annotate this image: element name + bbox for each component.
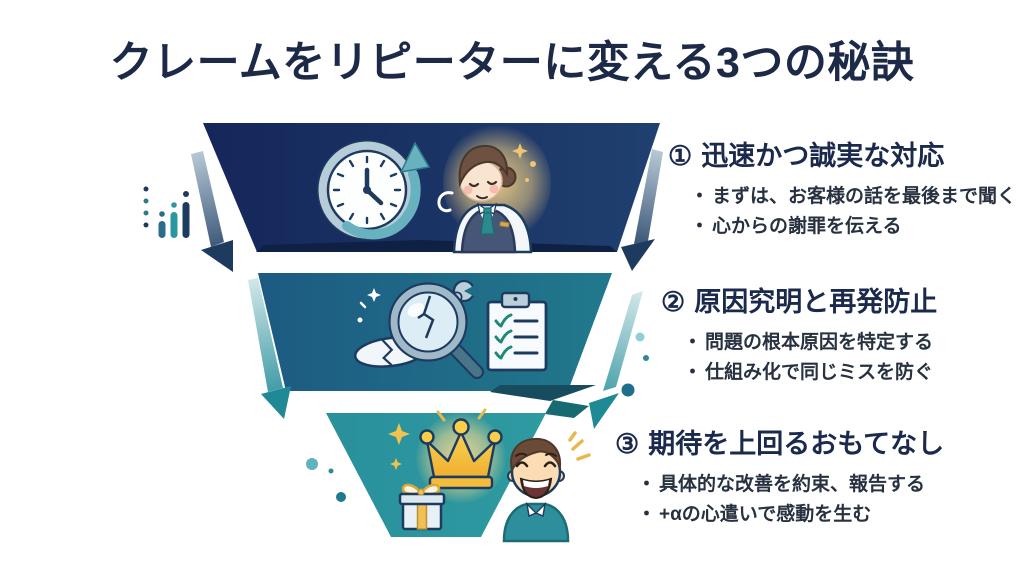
bullet-text: +αの心遣いで感動を生む — [659, 504, 872, 525]
clock-turnaround-icon — [316, 139, 431, 241]
excitement-lines — [568, 431, 591, 461]
magnifier-broken-plate-icon — [353, 282, 484, 379]
scatter-dots-right — [621, 332, 649, 397]
point-3-number: ③ — [615, 429, 640, 459]
gift-icon — [398, 483, 446, 531]
bullet-text: 問題の根本原因を特定する — [705, 332, 934, 353]
bullet-marker: ・ — [690, 186, 710, 207]
point-2-heading: ② 原因究明と再発防止 — [661, 285, 937, 319]
bullet-item: ・問題の根本原因を特定する — [683, 328, 937, 358]
point-1-bullets: ・まずは、お客様の話を最後まで聞く ・心からの謝罪を伝える — [668, 182, 1016, 242]
point-1-number: ① — [668, 141, 693, 171]
crown-icon — [416, 408, 506, 503]
bullet-item: ・具体的な改善を約束、報告する — [637, 470, 944, 500]
bullet-item: ・まずは、お客様の話を最後まで聞く — [690, 182, 1016, 212]
checklist-clipboard-icon — [486, 291, 548, 372]
happy-customer-icon — [502, 431, 591, 543]
point-2-title: 原因究明と再発防止 — [694, 287, 938, 317]
point-3: ③ 期待を上回るおもてなし ・具体的な改善を約束、報告する ・+αの心遣いで感動を… — [615, 427, 944, 530]
sparkles-tier-1 — [512, 143, 536, 182]
bullet-item: ・+αの心遣いで感動を生む — [637, 500, 944, 530]
point-3-bullets: ・具体的な改善を約束、報告する ・+αの心遣いで感動を生む — [615, 470, 944, 530]
down-arrow-left-bottom — [248, 278, 291, 419]
point-2: ② 原因究明と再発防止 ・問題の根本原因を特定する ・仕組み化で同じミスを防ぐ — [661, 285, 937, 388]
point-1-title: 迅速かつ誠実な対応 — [701, 141, 945, 171]
point-2-number: ② — [661, 287, 686, 317]
funnel-tier-1 — [203, 123, 660, 252]
scatter-dots-left — [306, 458, 346, 502]
point-1: ① 迅速かつ誠実な対応 ・まずは、お客様の話を最後まで聞く ・心からの謝罪を伝える — [668, 139, 1016, 242]
bullet-text: 具体的な改善を約束、報告する — [659, 474, 926, 495]
down-arrow-right-bottom — [589, 291, 643, 429]
bullet-marker: ・ — [637, 504, 657, 525]
bullet-marker: ・ — [690, 216, 710, 237]
bullet-text: まずは、お客様の話を最後まで聞く — [712, 186, 1017, 207]
bullet-marker: ・ — [683, 332, 703, 353]
bullet-item: ・仕組み化で同じミスを防ぐ — [683, 358, 937, 388]
point-1-heading: ① 迅速かつ誠実な対応 — [668, 139, 1016, 173]
point-2-bullets: ・問題の根本原因を特定する ・仕組み化で同じミスを防ぐ — [661, 328, 937, 388]
bullet-item: ・心からの謝罪を伝える — [690, 212, 1016, 242]
bullet-marker: ・ — [637, 474, 657, 495]
bullet-marker: ・ — [683, 362, 703, 383]
sparkles-tier-2 — [357, 288, 381, 323]
down-arrow-right-top — [621, 149, 663, 271]
point-3-title: 期待を上回るおもてなし — [648, 429, 945, 459]
sparkles-tier-3 — [388, 423, 410, 470]
bow-motion-line — [437, 191, 454, 213]
bowing-staff-icon — [437, 123, 551, 254]
page-title: クレームをリピーターに変える3つの秘訣 — [109, 39, 915, 87]
bullet-text: 心からの謝罪を伝える — [712, 216, 902, 237]
down-arrow-left-top — [191, 151, 233, 272]
bullet-text: 仕組み化で同じミスを防ぐ — [705, 362, 934, 383]
point-3-heading: ③ 期待を上回るおもてなし — [615, 427, 944, 461]
mini-bar-chart-decoration — [143, 186, 190, 238]
